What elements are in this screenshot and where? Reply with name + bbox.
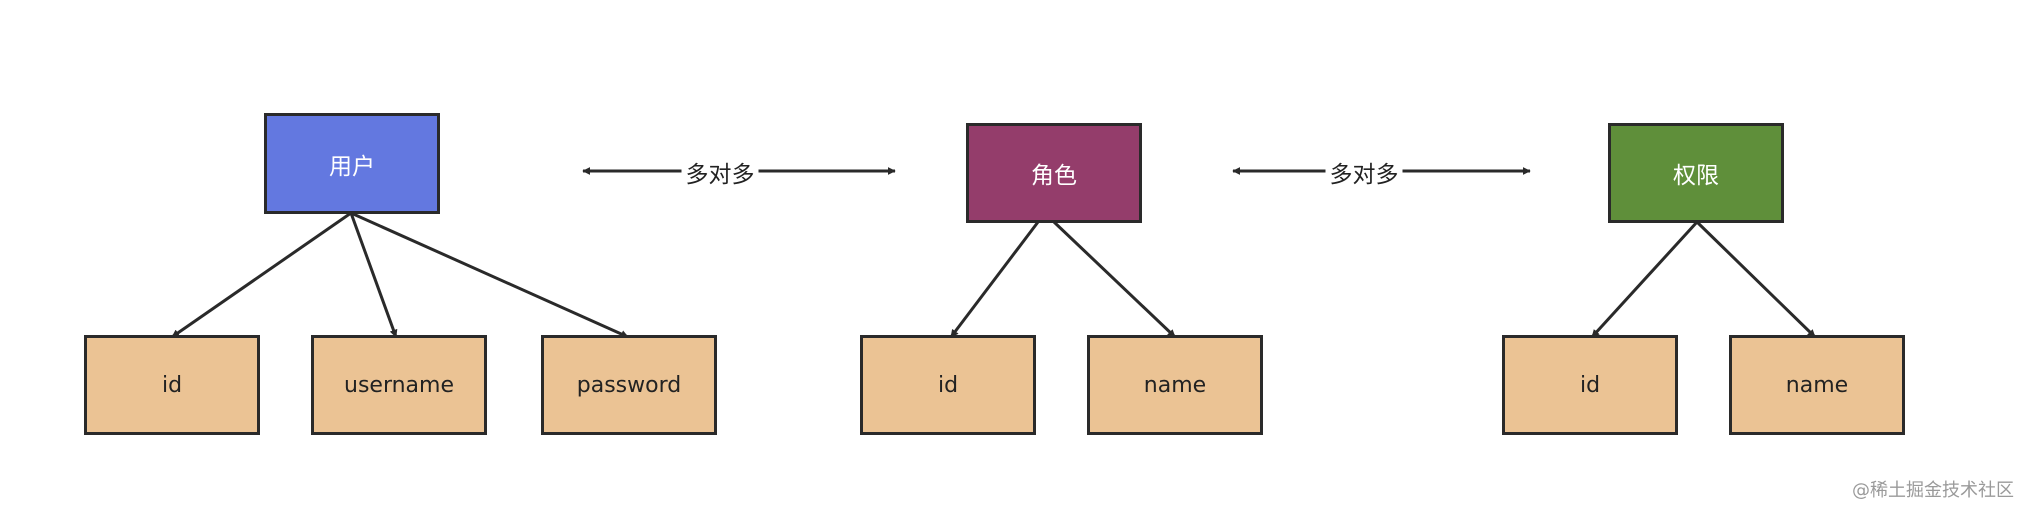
entity-permission: 权限 <box>1608 123 1784 223</box>
edge-user-id <box>171 211 352 339</box>
attribute-user-password: password <box>541 335 717 435</box>
entity-user: 用户 <box>264 113 440 214</box>
entity-role: 角色 <box>966 123 1142 223</box>
relation-label-role-permission: 多对多 <box>1325 155 1403 189</box>
attribute-label: username <box>344 372 454 398</box>
attribute-label: id <box>1579 372 1601 398</box>
attribute-role-id: id <box>860 335 1036 435</box>
edge-user-username <box>349 212 398 338</box>
attribute-label: name <box>1785 372 1849 398</box>
edge-user-password <box>350 211 629 339</box>
entity-user-label: 用户 <box>329 153 375 180</box>
attribute-label: name <box>1143 372 1207 398</box>
edge-permission-name <box>1695 220 1817 339</box>
relation-label-user-role: 多对多 <box>681 155 759 189</box>
edge-role-name <box>1052 220 1177 339</box>
watermark: @稀土掘金技术社区 <box>1852 480 2014 501</box>
edge-role-id <box>949 221 1040 338</box>
attribute-permission-id: id <box>1502 335 1678 435</box>
edge-permission-id <box>1590 220 1699 339</box>
entity-role-label: 角色 <box>1031 163 1077 189</box>
attribute-user-username: username <box>311 335 487 435</box>
attribute-permission-name: name <box>1729 335 1905 435</box>
attribute-role-name: name <box>1087 335 1263 435</box>
entity-permission-label: 权限 <box>1673 163 1719 189</box>
attribute-label: id <box>161 372 183 398</box>
attribute-label: password <box>576 372 682 398</box>
attribute-user-id: id <box>84 335 260 435</box>
attribute-label: id <box>937 372 959 398</box>
